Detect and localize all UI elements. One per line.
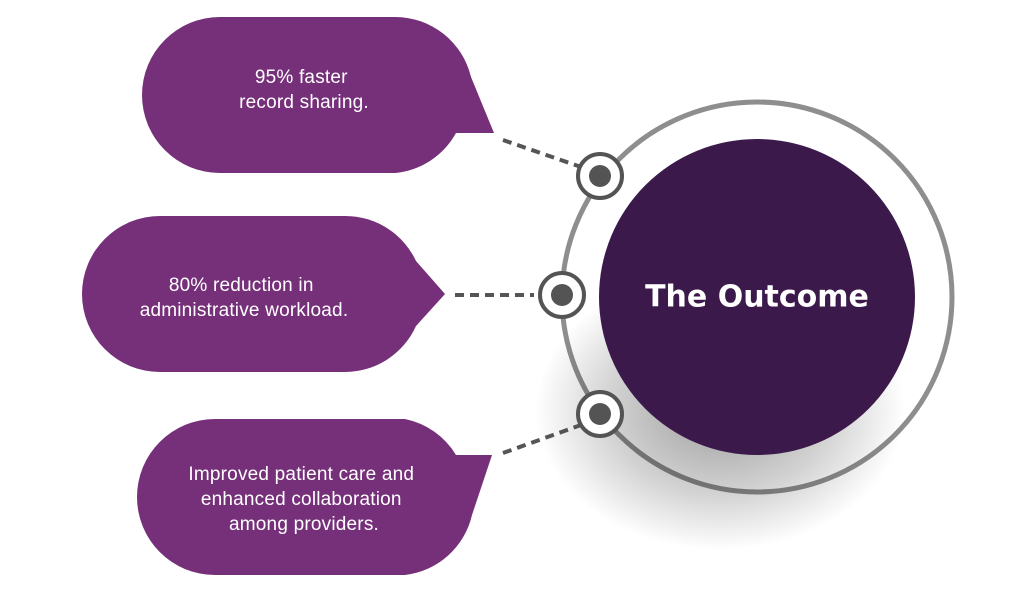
outcome-bubble-2: 80% reduction in administrative workload…: [82, 215, 445, 372]
connector-line-1: [502, 138, 582, 169]
node-marker-1: [576, 152, 624, 200]
outcome-1-line-2: record sharing.: [239, 92, 369, 113]
outcome-2-text: 80% reduction in administrative workload…: [140, 275, 349, 321]
outcome-3-text: Improved patient care and enhanced colla…: [188, 464, 419, 535]
center-title: The Outcome: [645, 280, 869, 315]
outcome-1-text: 95% faster record sharing.: [239, 67, 369, 113]
outcome-3-line-3: among providers.: [229, 514, 379, 535]
outcome-1-line-1: 95% faster: [255, 67, 348, 88]
outcome-bubble-3: Improved patient care and enhanced colla…: [137, 419, 492, 575]
node-marker-2: [538, 271, 586, 319]
outcome-bubble-1: 95% faster record sharing.: [142, 16, 494, 174]
outcome-3-line-2: enhanced collaboration: [201, 489, 402, 510]
outcome-2-line-1: 80% reduction in: [169, 275, 314, 296]
center-circle: [599, 139, 915, 455]
outcome-3-line-1: Improved patient care and: [188, 464, 414, 485]
node-marker-3: [576, 390, 624, 438]
outcome-2-line-2: administrative workload.: [140, 300, 349, 321]
